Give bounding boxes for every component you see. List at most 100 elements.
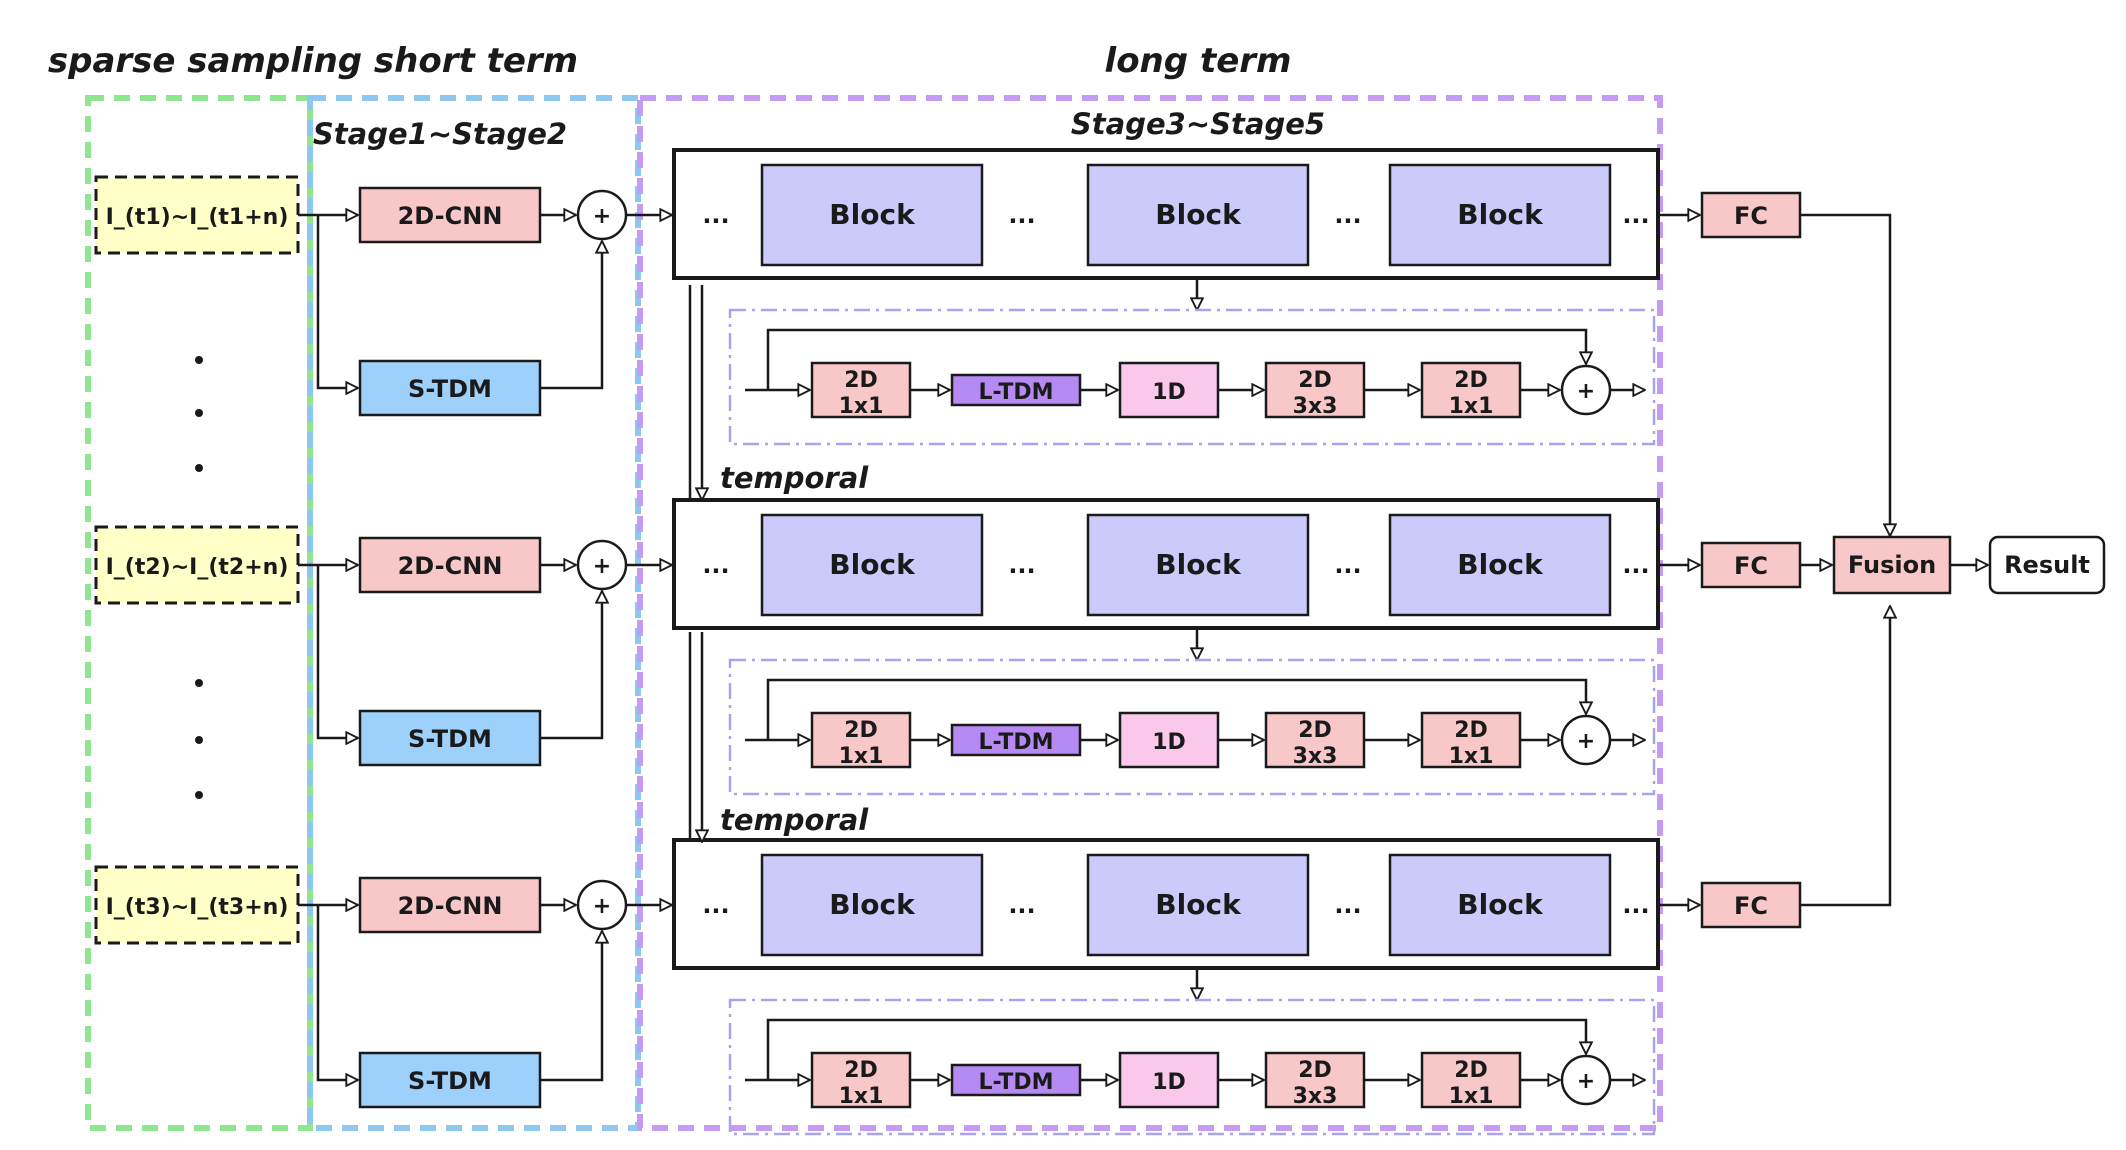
conv1d-1: 1D [1118, 361, 1220, 419]
stdm-box-3: S-TDM [358, 1051, 542, 1109]
svg-text:FC: FC [1734, 892, 1768, 920]
svg-text:3x3: 3x3 [1293, 744, 1338, 769]
cnn-box-3: 2D-CNN [358, 876, 542, 934]
svg-text:L-TDM: L-TDM [978, 380, 1053, 405]
svg-text:3x3: 3x3 [1293, 394, 1338, 419]
block-1-2: Block [1086, 163, 1310, 267]
stage1-stage2-label: Stage1~Stage2 [313, 117, 567, 151]
svg-text:2D: 2D [1298, 1058, 1332, 1083]
svg-text:Result: Result [2004, 551, 2090, 579]
fc-to-fusion-connectors [1800, 213, 1988, 907]
cnn-box-2: 2D-CNN [358, 536, 542, 594]
block-detail-3 [728, 998, 1656, 1136]
pipeline-row-3: I_(t3)~I_(t3+n) 2D-CNN S-TDM +... Block... Bl… [94, 838, 1802, 1136]
input-frames-1: I_(t1)~I_(t1+n) [94, 175, 300, 255]
block-detail-1 [728, 308, 1656, 446]
input-frames-2: I_(t2)~I_(t2+n) [94, 525, 300, 605]
svg-text:2D-CNN: 2D-CNN [398, 892, 503, 920]
pipeline-row-1: I_(t1)~I_(t1+n)2D-CNNS-TDM+...Block...Bl… [94, 148, 1802, 446]
sparse-sampling-header: sparse sampling [48, 41, 362, 81]
svg-text:Block: Block [1155, 888, 1242, 921]
ellipsis-3-d: ... [1622, 891, 1649, 919]
svg-text:1D: 1D [1152, 380, 1186, 405]
svg-text:3x3: 3x3 [1293, 1084, 1338, 1109]
svg-text:+: + [593, 204, 611, 229]
svg-text:1D: 1D [1152, 1070, 1186, 1095]
svg-text:S-TDM: S-TDM [408, 725, 492, 753]
add-node-1: + [576, 189, 628, 241]
svg-text:+: + [1577, 1069, 1595, 1094]
svg-text:2D: 2D [1298, 368, 1332, 393]
svg-text:2D: 2D [844, 1058, 878, 1083]
block-3-3: Block [1388, 853, 1612, 957]
add-node-2: + [576, 539, 628, 591]
svg-text:FC: FC [1734, 202, 1768, 230]
fusion-box: Fusion [1832, 535, 1952, 595]
ellipsis-dots-upper [195, 356, 203, 472]
ellipsis-1-a: ... [702, 201, 729, 229]
svg-text:1x1: 1x1 [839, 744, 884, 769]
ellipsis-1-b: ... [1008, 201, 1035, 229]
block-2-2: Block [1086, 513, 1310, 617]
short-term-header: short term [374, 41, 578, 81]
ellipsis-3-c: ... [1334, 891, 1361, 919]
svg-text:2D: 2D [1298, 718, 1332, 743]
svg-text:1D: 1D [1152, 730, 1186, 755]
svg-text:2D: 2D [844, 368, 878, 393]
ellipsis-3-a: ... [702, 891, 729, 919]
pipeline-row-2: I_(t2)~I_(t2+n) 2D-CNN S-TDM +... Block... Bl… [94, 498, 1802, 796]
stdm-box-2: S-TDM [358, 709, 542, 767]
svg-text:2D: 2D [844, 718, 878, 743]
conv1d-3: 1D [1118, 1051, 1220, 1109]
ellipsis-1-d: ... [1622, 201, 1649, 229]
block-2-1: Block [760, 513, 984, 617]
ellipsis-dots-lower [195, 679, 203, 799]
svg-text:Fusion: Fusion [1848, 551, 1936, 579]
short-term-region [307, 95, 641, 1131]
svg-text:+: + [593, 554, 611, 579]
residual-add-3: + [1560, 1054, 1612, 1106]
fc-box-2: FC [1700, 541, 1802, 589]
svg-text:I_(t2)~I_(t2+n): I_(t2)~I_(t2+n) [106, 555, 289, 580]
svg-text:I_(t1)~I_(t1+n): I_(t1)~I_(t1+n) [106, 205, 289, 230]
svg-text:+: + [1577, 729, 1595, 754]
ltdm-box-1: L-TDM [950, 373, 1082, 407]
svg-text:+: + [1577, 379, 1595, 404]
ltdm-box-2: L-TDM [950, 723, 1082, 757]
svg-text:Block: Block [1457, 548, 1544, 581]
stdm-box-1: S-TDM [358, 359, 542, 417]
svg-text:Block: Block [1155, 198, 1242, 231]
block-1-3: Block [1388, 163, 1612, 267]
svg-text:I_(t3)~I_(t3+n): I_(t3)~I_(t3+n) [106, 895, 289, 920]
svg-text:2D: 2D [1454, 1058, 1488, 1083]
stage3-stage5-label: Stage3~Stage5 [1071, 107, 1325, 141]
svg-text:1x1: 1x1 [839, 1084, 884, 1109]
fc-box-3: FC [1700, 881, 1802, 929]
residual-add-2: + [1560, 714, 1612, 766]
svg-text:FC: FC [1734, 552, 1768, 580]
ellipsis-1-c: ... [1334, 201, 1361, 229]
block-1-1: Block [760, 163, 984, 267]
add-node-3: + [576, 879, 628, 931]
long-term-header: long term [1105, 41, 1292, 81]
svg-text:S-TDM: S-TDM [408, 375, 492, 403]
conv1d-2: 1D [1118, 711, 1220, 769]
ltdm-box-3: L-TDM [950, 1063, 1082, 1097]
svg-text:Block: Block [1457, 888, 1544, 921]
sparse-sampling-region [85, 95, 313, 1131]
ellipsis-2-d: ... [1622, 551, 1649, 579]
stage-connector-2 [688, 632, 702, 842]
ellipsis-2-a: ... [702, 551, 729, 579]
result-box: Result [1988, 535, 2106, 595]
fc-box-1: FC [1700, 191, 1802, 239]
block-2-3: Block [1388, 513, 1612, 617]
